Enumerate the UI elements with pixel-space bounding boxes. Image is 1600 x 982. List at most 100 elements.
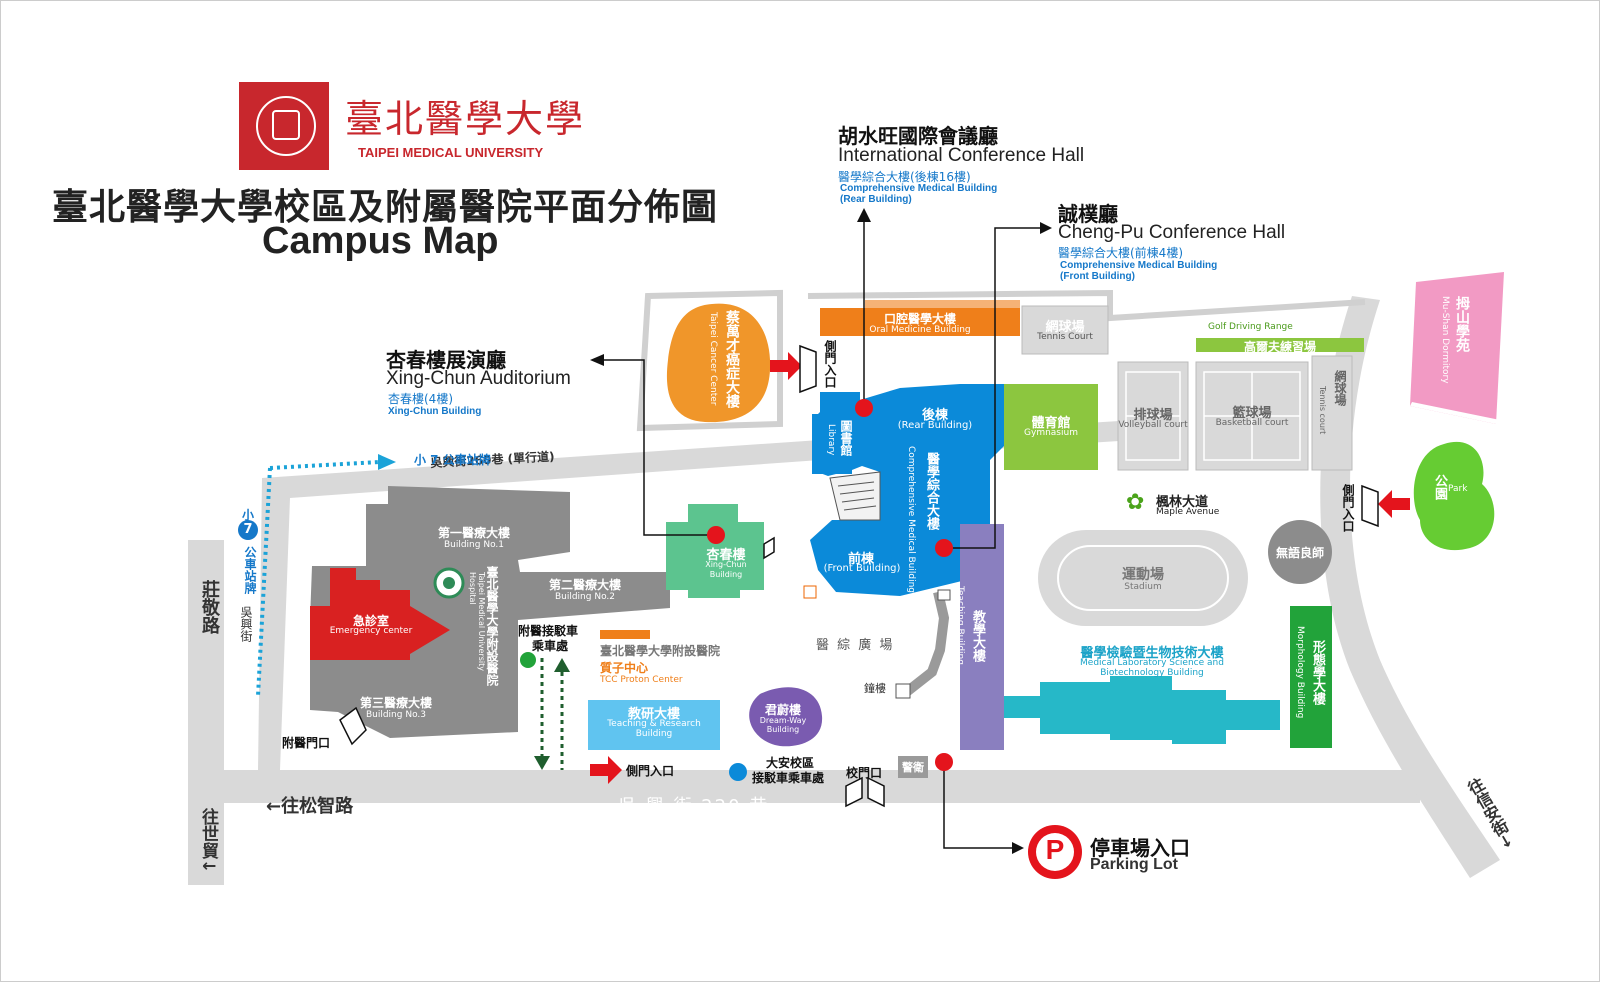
stadium: [1038, 530, 1248, 626]
side-gate-1-label: 側門入口: [823, 340, 837, 388]
hospital-gate-label: 附醫門口: [282, 736, 331, 750]
teaching-building-zh: 教學大樓: [970, 610, 985, 662]
building-1-en: Building No.1: [443, 540, 505, 550]
bell-tower-label: 鐘樓: [864, 682, 886, 695]
medlab-en2: Biotechnology Building: [1100, 668, 1204, 678]
front-building-en: (Front Building): [823, 563, 901, 574]
parking-en: Parking Lot: [1090, 856, 1179, 873]
plaza-label: 醫 綜 廣 場: [816, 638, 895, 653]
side-gate-2-label: 側門入口: [1341, 484, 1355, 532]
daan-shuttle-label-2: 接駁車乘車處: [752, 771, 825, 785]
intl-hall-sub-zh: 醫學綜合大樓(後棟16樓): [838, 170, 971, 184]
dreamway-building: [749, 687, 823, 747]
stadium-zh: 運動場: [1122, 567, 1164, 583]
dormitory-en: Mu-Shan Dormitory: [1440, 296, 1450, 384]
tennis2-zh: 網球場: [1333, 370, 1347, 406]
gate-icons: [339, 344, 1379, 808]
hospital-shuttle-label-2: 乘車處: [532, 639, 569, 653]
park-en: Park: [1448, 484, 1468, 494]
intl-hall-zh: 胡水旺國際會議廳: [838, 124, 998, 148]
university-seal-logo: [239, 82, 329, 170]
page-title-chinese: 臺北醫學大學校區及附屬醫院平面分佈圖: [52, 187, 719, 228]
maple-leaf-icon: ✿: [1126, 490, 1145, 515]
parking-zh: 停車場入口: [1090, 836, 1190, 860]
morphology-en: Morphology Building: [1295, 626, 1305, 719]
xingchun-building: [666, 504, 764, 598]
chengpu-hall-zh: 誠樸廳: [1058, 202, 1118, 226]
tennis-court: [1021, 305, 1109, 355]
emergency-en: Emergency center: [329, 626, 413, 636]
hospital-shuttle-label-1: 附醫接駁車: [518, 624, 579, 638]
side-gate-3-label: 側門入口: [626, 764, 675, 778]
chengpu-hall-en: Cheng-Pu Conference Hall: [1058, 222, 1286, 243]
cancer-center-zh: 蔡萬才癌症大樓: [724, 310, 740, 408]
gymnasium: [1004, 384, 1098, 470]
medical-lab-building: [1004, 676, 1280, 744]
gymnasium-en: Gymnasium: [1024, 428, 1078, 438]
oral-medicine-building: [820, 308, 1020, 336]
logo-chinese-name: 臺北醫學大學: [345, 97, 586, 141]
stadium-en: Stadium: [1124, 582, 1162, 592]
emergency-zh: 急診室: [352, 614, 389, 628]
intl-hall-sub-en2: (Rear Building): [840, 194, 912, 205]
to-songzhi-road-label: ←往松智路: [266, 796, 354, 817]
teaching-research-building: [588, 700, 720, 750]
teaching-building: [960, 524, 1004, 750]
building-3-en: Building No.3: [365, 710, 427, 720]
gymnasium-zh: 體育館: [1031, 416, 1071, 431]
chengpu-hall-sub-en2: (Front Building): [1060, 271, 1135, 282]
entrance-arrows: [590, 352, 1410, 784]
teaching-research-en1: Teaching & Research: [607, 719, 701, 729]
intl-hall-en: International Conference Hall: [838, 145, 1085, 166]
tennis-court-zh: 網球場: [1045, 320, 1085, 335]
bus-stop-side-3: 吳興街: [239, 606, 253, 642]
bus-stop-side-1: 小: [242, 508, 255, 522]
morphology-zh: 形態學大樓: [1310, 640, 1325, 705]
proton-center-en: TCC Proton Center: [600, 675, 683, 685]
park-zh: 公園: [1432, 474, 1447, 500]
cancer-center-en: Taipei Cancer Center: [708, 312, 718, 406]
rear-building-zh: 後棟: [921, 408, 948, 423]
oral-medicine-en: Oral Medicine Building: [869, 325, 971, 335]
school-gate-label: 校門口: [846, 766, 883, 780]
building-2-en: Building No.2: [554, 592, 616, 602]
medlab-en1: Medical Laboratory Science and: [1080, 658, 1224, 668]
comprehensive-medical-building: [810, 384, 1004, 596]
comprehensive-building-en: Comprehensive Medical Building: [906, 446, 916, 594]
shuttle-paths: [540, 658, 564, 770]
library-en: Library: [826, 424, 836, 456]
teaching-building-en: Teaching Building: [955, 586, 965, 665]
logo-english-name: TAIPEI MEDICAL UNIVERSITY: [358, 145, 544, 160]
silent-mentor-memorial: [1268, 520, 1332, 584]
tennis-court-en: Tennis Court: [1037, 332, 1093, 342]
proton-center-zh: 質子中心: [600, 661, 649, 675]
dormitory-zh: 拇山學苑: [1454, 296, 1470, 352]
volleyball-en: Volleyball court: [1118, 420, 1188, 430]
xingchun-building-en: Xing-Chun Building: [705, 560, 747, 579]
proton-hospital-label: 臺北醫學大學附設醫院: [600, 644, 721, 658]
building-3-zh: 第三醫療大樓: [359, 696, 432, 710]
daan-shuttle-stop-icon: [729, 763, 747, 781]
road-xinan: [1320, 296, 1500, 878]
basketball-zh: 籃球場: [1232, 406, 1272, 421]
emergency-center: [310, 568, 450, 660]
dreamway-en1: Dream-Way: [759, 716, 807, 725]
seven-eleven-icon: [803, 585, 817, 599]
daan-shuttle-label-1: 大安校區: [766, 756, 815, 770]
oral-medicine-zh: 口腔醫學大樓: [883, 312, 956, 326]
hospital-en: Taipei Medical University Hospital: [468, 572, 486, 671]
intl-hall-sub-en1: Comprehensive Medical Building: [840, 183, 998, 194]
parking-p-glyph: P: [1045, 834, 1065, 865]
hospital-shuttle-stop-icon: [520, 652, 536, 668]
lane-220-label: 吳 興 街 220 巷: [618, 796, 770, 817]
maple-avenue-zh: 楓林大道: [1156, 495, 1209, 510]
teaching-research-en2: Building: [635, 729, 673, 739]
building-2-zh: 第二醫療大樓: [548, 578, 621, 592]
rear-building-en: (Rear Building): [897, 420, 973, 431]
xingchun-aud-en: Xing-Chun Auditorium: [386, 368, 571, 389]
buildings: [310, 272, 1504, 778]
park: [1413, 441, 1495, 551]
bus-stop-side-2: 公車站牌: [243, 546, 257, 594]
to-shimao-label: 往世貿↓: [198, 808, 218, 874]
arrows: [590, 208, 1052, 854]
